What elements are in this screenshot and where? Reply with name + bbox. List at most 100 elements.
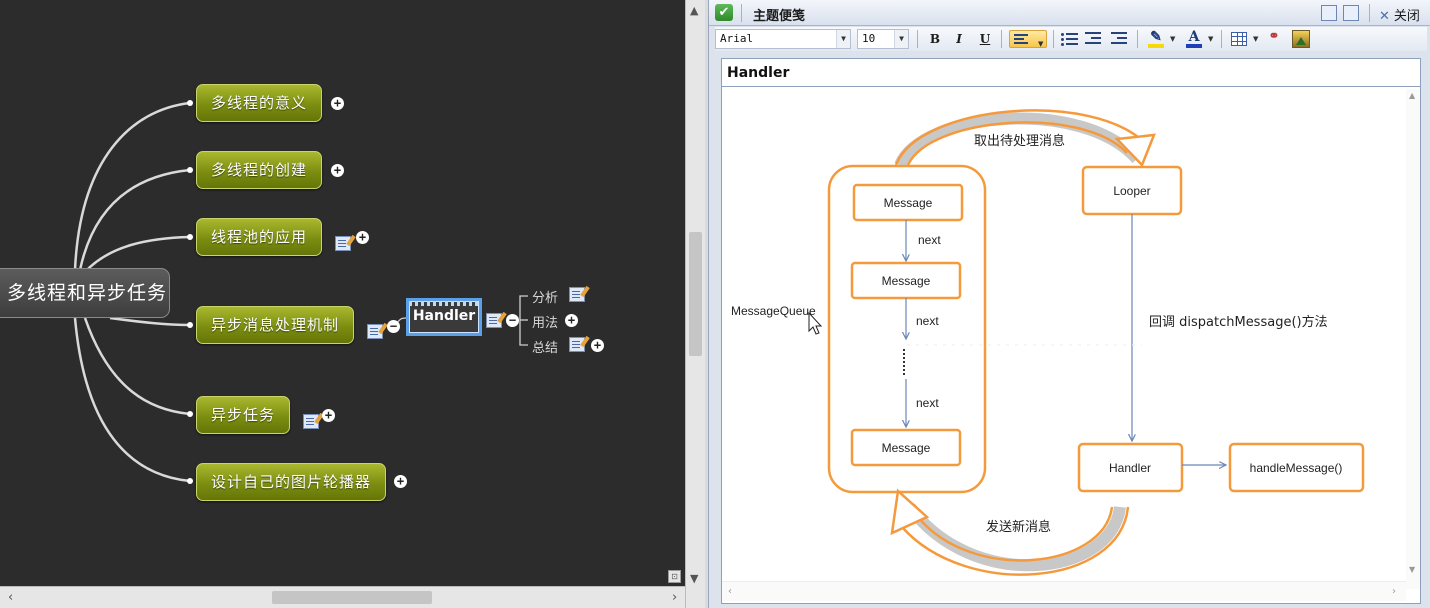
insert-image-icon[interactable] (1292, 30, 1310, 48)
chevron-down-icon[interactable]: ▼ (1208, 35, 1214, 43)
text-color-swatch (1186, 44, 1202, 48)
leaf-node-usage[interactable]: 用法 (532, 316, 559, 331)
branch-node-2[interactable]: 多线程的创建 (196, 151, 323, 189)
branch-node-4[interactable]: 异步消息处理机制 (196, 306, 355, 344)
looper-label: Looper (1113, 184, 1150, 198)
send-message-arrow (890, 488, 1130, 576)
expand-icon[interactable]: + (591, 339, 604, 352)
message-label: Message (882, 441, 931, 455)
insert-hyperlink-icon[interactable]: ⚭ (1268, 29, 1280, 44)
highlight-swatch (1148, 44, 1164, 48)
mindmap-connectors (73, 100, 528, 484)
insert-table-icon[interactable] (1231, 32, 1247, 46)
mindmap-horizontal-scrollbar[interactable]: ‹ › (0, 586, 685, 608)
separator (1369, 4, 1370, 22)
separator (741, 4, 742, 22)
next-label: next (916, 396, 939, 410)
notes-title-bar: ✔ 主题便笺 ✕关闭 (709, 0, 1430, 26)
font-size-select[interactable]: 10▼ (857, 29, 909, 49)
float-icon[interactable] (1343, 5, 1359, 21)
note-icon[interactable] (303, 414, 319, 429)
message-label: Message (884, 196, 933, 210)
scroll-right-icon[interactable]: › (1392, 586, 1396, 597)
note-icon[interactable] (335, 236, 351, 251)
scroll-down-icon[interactable]: ▼ (690, 572, 699, 585)
note-icon[interactable] (569, 287, 585, 302)
outdent-icon[interactable] (1085, 31, 1103, 46)
expand-icon[interactable]: + (322, 409, 335, 422)
formatting-toolbar: Arial▼ 10▼ B I U ▼ ✎ ▼ A ▼ ▼ ⚭ (715, 27, 1427, 51)
note-icon[interactable] (367, 324, 383, 339)
expand-icon[interactable]: + (565, 314, 578, 327)
topic-notes-panel: ✔ 主题便笺 ✕关闭 Arial▼ 10▼ B I U ▼ (708, 0, 1430, 608)
dock-icon[interactable] (1321, 5, 1337, 21)
next-label: next (916, 314, 939, 328)
expand-icon[interactable]: + (394, 475, 407, 488)
expand-icon[interactable]: + (356, 231, 369, 244)
collapse-icon[interactable]: − (506, 314, 519, 327)
underline-button[interactable]: U (979, 32, 991, 46)
handler-node-selected[interactable]: Handler (406, 298, 482, 336)
take-message-arrow (894, 109, 1156, 168)
scroll-thumb[interactable] (272, 591, 432, 604)
mindmap-vertical-scrollbar[interactable]: ▲ ▼ (685, 0, 705, 608)
font-family-select[interactable]: Arial▼ (715, 29, 851, 49)
scroll-left-icon[interactable]: ‹ (8, 590, 14, 605)
branch-node-6[interactable]: 设计自己的图片轮播器 (196, 463, 387, 501)
note-icon[interactable] (569, 337, 585, 352)
branch-node-1[interactable]: 多线程的意义 (196, 84, 323, 122)
separator (1001, 30, 1002, 48)
scroll-down-icon[interactable]: ▼ (1409, 565, 1416, 574)
bold-button[interactable]: B (929, 32, 941, 46)
message-queue-box (827, 164, 987, 494)
note-icon[interactable] (486, 313, 502, 328)
overview-icon[interactable]: ⊡ (668, 570, 681, 583)
handle-message-label: handleMessage() (1250, 461, 1343, 475)
leaf-node-analysis[interactable]: 分析 (532, 291, 559, 306)
scroll-right-icon[interactable]: › (672, 590, 678, 605)
chevron-down-icon[interactable]: ▼ (1253, 35, 1259, 43)
send-message-label: 发送新消息 (986, 519, 1051, 535)
separator (1053, 30, 1054, 48)
note-horizontal-scrollbar[interactable]: ‹ › (722, 581, 1406, 601)
close-button[interactable]: ✕关闭 (1379, 9, 1420, 24)
scroll-thumb[interactable] (689, 232, 702, 356)
separator (1137, 30, 1138, 48)
note-heading[interactable]: Handler (722, 59, 1420, 87)
handler-label: Handler (1109, 461, 1151, 475)
align-left-button[interactable]: ▼ (1009, 30, 1047, 48)
expand-icon[interactable]: + (331, 97, 344, 110)
mindmap-canvas[interactable]: 多线程和异步任务 多线程的意义 + 多线程的创建 + 线程池的应用 + 异步消息… (0, 0, 685, 586)
mouse-cursor-icon (808, 311, 823, 335)
italic-button[interactable]: I (956, 32, 962, 46)
separator (917, 30, 918, 48)
branch-node-5[interactable]: 异步任务 (196, 396, 291, 434)
message-box-1 (852, 183, 964, 222)
collapse-icon[interactable]: − (387, 320, 400, 333)
branch-node-3[interactable]: 线程池的应用 (196, 218, 323, 256)
panel-title: 主题便笺 (753, 9, 806, 24)
text-color-button[interactable]: A (1183, 29, 1205, 49)
note-editor[interactable]: Handler (721, 58, 1421, 604)
indent-icon[interactable] (1111, 31, 1129, 46)
chevron-down-icon: ▼ (1038, 40, 1044, 48)
apply-check-icon[interactable]: ✔ (715, 4, 733, 21)
expand-icon[interactable]: + (331, 164, 344, 177)
scroll-up-icon[interactable]: ▲ (690, 4, 699, 17)
bullet-list-icon[interactable] (1061, 31, 1079, 46)
separator (1221, 30, 1222, 48)
scroll-up-icon[interactable]: ▲ (1409, 91, 1416, 100)
highlight-color-button[interactable]: ✎ (1145, 29, 1167, 49)
take-message-label: 取出待处理消息 (974, 133, 1065, 149)
leaf-node-summary[interactable]: 总结 (532, 341, 559, 356)
handle-message-box (1228, 442, 1365, 493)
next-label: next (918, 233, 941, 247)
note-vertical-scrollbar[interactable]: ▲ ▼ (1406, 89, 1420, 589)
dispatch-label: 回调 dispatchMessage()方法 (1149, 314, 1328, 330)
mindmap-root-node[interactable]: 多线程和异步任务 (0, 268, 170, 318)
message-queue-label: MessageQueue (731, 304, 816, 318)
handler-flow-diagram: Message Message Message next next next M… (731, 109, 1365, 576)
chevron-down-icon: ▼ (836, 30, 850, 48)
chevron-down-icon[interactable]: ▼ (1170, 35, 1176, 43)
scroll-left-icon[interactable]: ‹ (728, 586, 732, 597)
